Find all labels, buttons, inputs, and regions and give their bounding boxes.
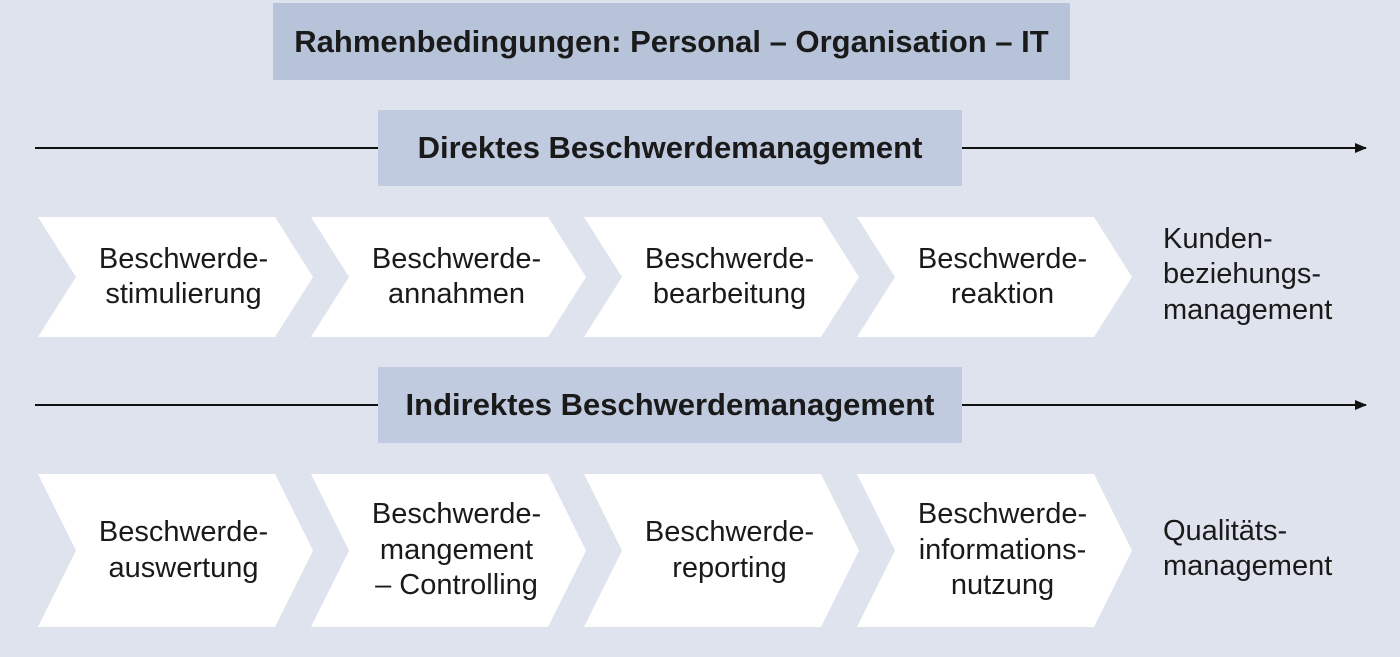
direct-result-line-1: Kunden- <box>1163 223 1273 255</box>
direct-chevron-3 <box>584 217 859 337</box>
indirect-chevrons <box>38 474 1132 627</box>
direct-step-2-line-2: annahmen <box>387 278 526 310</box>
direct-step-1-line-1: Beschwerde- <box>98 242 269 275</box>
indirect-step-3-line-2: reporting <box>672 551 787 584</box>
direct-chevron-4 <box>857 217 1132 337</box>
direct-step-2: Beschwerde-annahmen <box>311 217 586 337</box>
frame-conditions-banner: Rahmenbedingungen: Personal – Organisati… <box>273 3 1070 80</box>
direct-step-4-line-1: Beschwerde- <box>917 242 1088 275</box>
indirect-step-2-line-1: Beschwerde- <box>371 498 542 531</box>
direct-step-3: Beschwerde-bearbeitung <box>584 217 859 337</box>
direct-result: Kunden- beziehungs- management <box>1163 222 1332 328</box>
direct-step-2-line-1: Beschwerde- <box>371 242 542 275</box>
direct-management-title: Direktes Beschwerdemanagement <box>417 130 923 165</box>
direct-chevron-2 <box>311 217 586 337</box>
direct-step-4-line-2: reaktion <box>950 278 1055 310</box>
indirect-chevron-3 <box>584 474 859 627</box>
indirect-step-1-line-2: auswertung <box>108 551 259 584</box>
direct-management-header: Direktes Beschwerdemanagement <box>378 110 962 186</box>
indirect-chevron-1 <box>38 474 313 627</box>
indirect-step-4: Beschwerde-informations-nutzung <box>857 474 1132 627</box>
indirect-chevron-4 <box>857 474 1132 627</box>
direct-chevrons <box>38 217 1132 337</box>
indirect-step-2: Beschwerde-mangement– Controlling <box>311 474 586 627</box>
indirect-management-header: Indirektes Beschwerdemanagement <box>378 367 962 443</box>
indirect-step-4-line-2: informations- <box>918 533 1087 566</box>
direct-step-1-line-2: stimulierung <box>105 278 262 310</box>
frame-conditions-title: Rahmenbedingungen: Personal – Organisati… <box>294 23 1049 59</box>
indirect-step-3-line-1: Beschwerde- <box>644 516 815 549</box>
indirect-result-line-1: Qualitäts- <box>1163 515 1288 547</box>
indirect-step-3: Beschwerde-reporting <box>584 474 859 627</box>
indirect-step-1: Beschwerde-auswertung <box>38 474 313 627</box>
direct-result-line-2: beziehungs- <box>1163 258 1321 291</box>
direct-chevron-1 <box>38 217 313 337</box>
indirect-management-title: Indirektes Beschwerdemanagement <box>405 387 935 422</box>
direct-step-3-line-2: bearbeitung <box>652 278 807 310</box>
direct-step-3-line-1: Beschwerde- <box>644 242 815 275</box>
indirect-chevron-2 <box>311 474 586 627</box>
indirect-step-2-line-2: mangement <box>379 533 534 566</box>
indirect-step-2-line-3: – Controlling <box>375 569 538 602</box>
indirect-step-4-line-1: Beschwerde- <box>917 498 1088 531</box>
indirect-result-line-2: management <box>1163 550 1333 583</box>
direct-step-4: Beschwerde-reaktion <box>857 217 1132 337</box>
direct-step-1: Beschwerde-stimulierung <box>38 217 313 337</box>
direct-result-line-3: management <box>1163 293 1333 326</box>
indirect-result: Qualitäts- management <box>1163 514 1332 585</box>
indirect-step-4-line-3: nutzung <box>950 569 1055 602</box>
indirect-step-1-line-1: Beschwerde- <box>98 516 269 549</box>
